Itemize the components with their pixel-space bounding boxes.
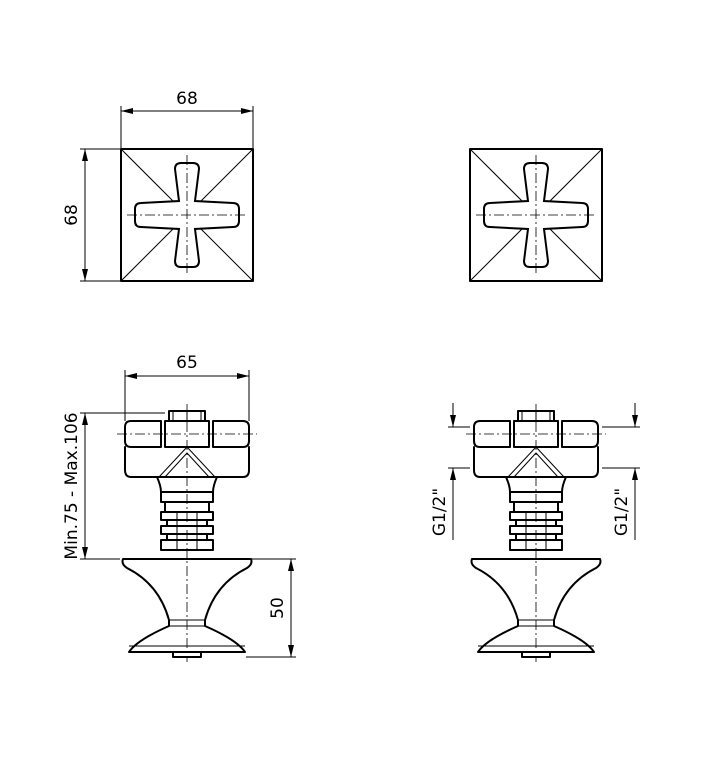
- adjustment-range-dimension: Min.75 - Max.106: [62, 412, 82, 559]
- base-height-dimension: 50: [268, 597, 288, 619]
- bottom-right-side-view: [448, 403, 640, 663]
- bottom-left-side-view: [80, 370, 296, 663]
- top-left-plan-view: [80, 106, 253, 281]
- top-right-plan-view: [470, 149, 602, 281]
- bottom-width-dimension: 65: [176, 353, 198, 373]
- top-width-dimension: 68: [176, 89, 198, 109]
- top-height-dimension: 68: [62, 204, 82, 226]
- thread-left-label: G1/2": [430, 488, 450, 536]
- thread-right-label: G1/2": [612, 488, 632, 536]
